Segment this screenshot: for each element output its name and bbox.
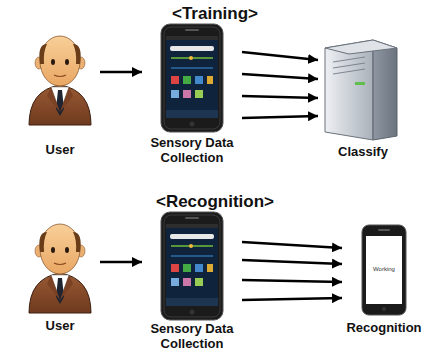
section-heading: <Training> [0,4,430,24]
arrow-connector [100,71,142,74]
phone-recognizer: WorkingRecognition [342,222,426,335]
arrow-connector [242,116,318,118]
arrow-connector [242,96,318,98]
arrow-connector [242,52,318,60]
node-label: Recognition [342,320,426,335]
arrow-connector [242,242,342,248]
node-label: Sensory Data Collection [142,321,242,351]
screen-text: Working [342,266,426,273]
arrow-connector [100,261,142,264]
section-heading: <Recognition> [0,192,430,212]
arrow-connector [242,260,342,264]
server-classifier: Classify [318,38,408,159]
node-label: User [20,318,100,333]
node-label: User [20,142,100,157]
user-icon: User [20,28,100,157]
arrow-connector [242,280,342,282]
arrow-connector [242,298,342,300]
phone-device: Sensory Data Collection [142,210,242,351]
arrow-connector [242,74,318,79]
phone-device: Sensory Data Collection [142,22,242,165]
user-icon: User [20,216,100,333]
node-label: Sensory Data Collection [142,135,242,165]
node-label: Classify [318,144,408,159]
